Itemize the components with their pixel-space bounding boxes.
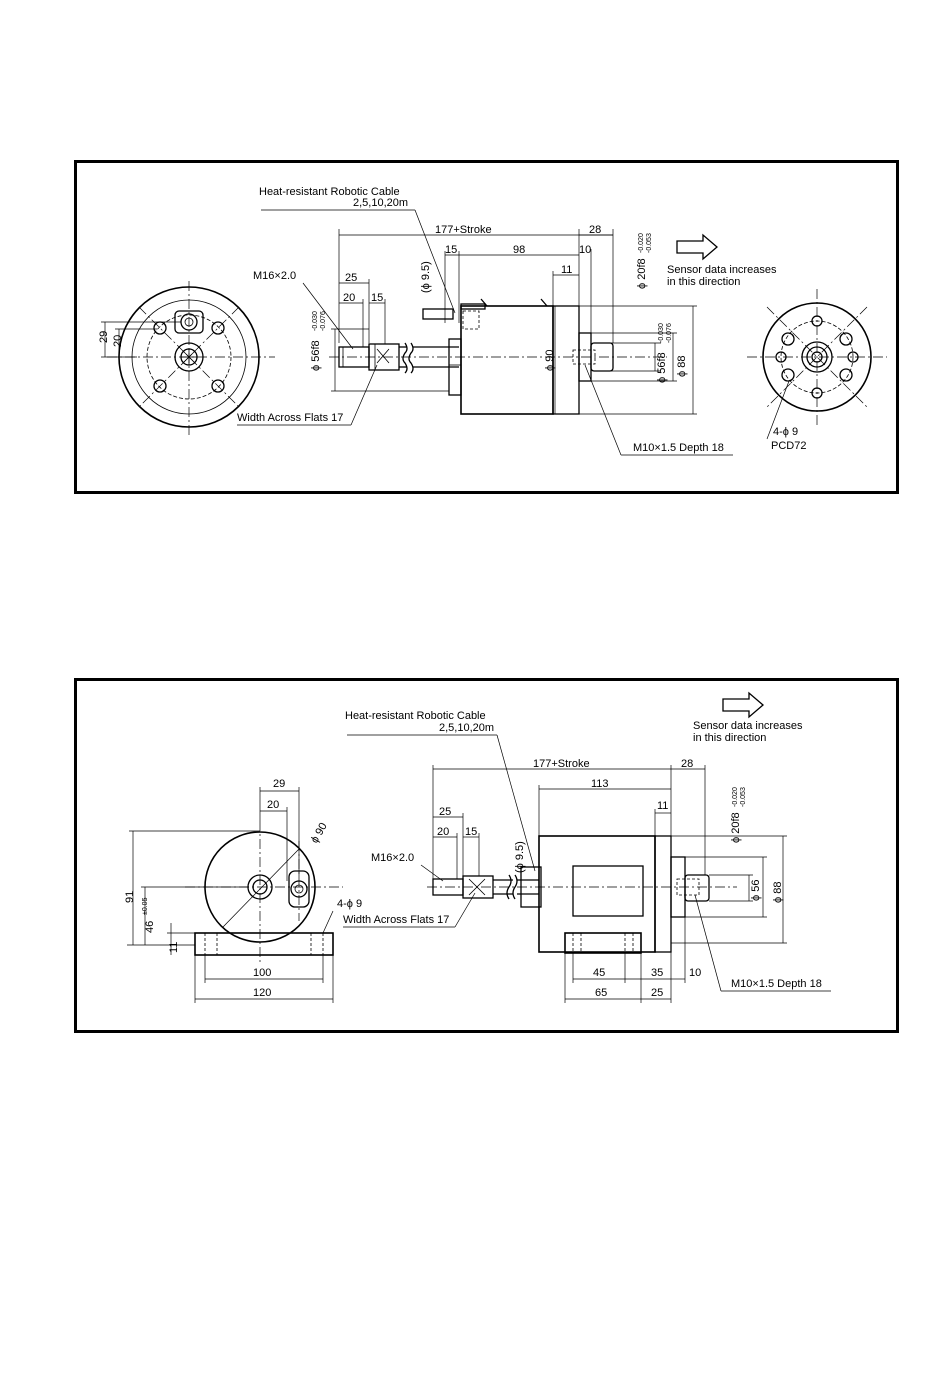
- phi-20f8-2-tol-top: -0.020: [732, 787, 739, 807]
- flange-type-drawing: 29 20: [98, 186, 887, 456]
- dim-120: 120: [253, 987, 271, 999]
- direction-arrow-icon-2: [722, 691, 764, 719]
- dim-35: 35: [651, 967, 663, 979]
- phi-20f8-2-tol-bot: -0.053: [740, 787, 747, 807]
- dim-20-left: 20: [267, 799, 279, 811]
- dim-20-vertical: 20: [112, 335, 124, 347]
- dim-29: 29: [98, 331, 110, 343]
- dim-100: 100: [253, 967, 271, 979]
- phi-9-5: (ϕ 9.5): [420, 261, 432, 293]
- phi-20f8-2: ϕ 20f8: [730, 812, 742, 843]
- dim-10: 10: [579, 244, 591, 256]
- phi-9-5-2: (ϕ 9.5): [514, 841, 526, 873]
- right-end-view: [747, 289, 887, 425]
- sensor-text-line2: in this direction: [667, 276, 740, 288]
- dim-91: 91: [124, 891, 136, 903]
- left-end-view: [101, 281, 275, 435]
- dim-29-left: 29: [273, 778, 285, 790]
- drawing-panel-flange-type: 29 20: [74, 160, 899, 494]
- holes-foot: 4-ϕ 9: [337, 898, 362, 910]
- phi-56f8-left: ϕ 56f8: [310, 340, 322, 371]
- pcd-label: PCD72: [771, 440, 806, 452]
- phi-90: ϕ 90: [544, 350, 556, 371]
- phi-90-left: ϕ 90: [309, 821, 330, 846]
- dim-98: 98: [513, 244, 525, 256]
- side-view: [329, 298, 667, 415]
- dim-25-bottom: 25: [651, 987, 663, 999]
- dim-10-2: 10: [689, 967, 701, 979]
- dim-28-2: 28: [681, 758, 693, 770]
- phi-56-2: ϕ 56: [750, 880, 762, 901]
- cable-lengths-2: 2,5,10,20m: [439, 722, 494, 734]
- phi-20f8: ϕ 20f8: [636, 258, 648, 289]
- sensor-text-line2-2: in this direction: [693, 732, 766, 744]
- dim-25-2: 25: [439, 806, 451, 818]
- dim-25: 25: [345, 272, 357, 284]
- dim-45: 45: [593, 967, 605, 979]
- dim-11-2: 11: [657, 800, 668, 812]
- dim-20-2: 20: [437, 826, 449, 838]
- drawing-panel-foot-type: 29 20 ϕ 90 4-ϕ 9 91 46 ±0.05 11 100 120: [74, 678, 899, 1033]
- thread-m16: M16×2.0: [253, 270, 296, 282]
- phi-88-2: ϕ 88: [772, 882, 784, 903]
- dim-15-bottom: 15: [371, 292, 383, 304]
- cable-label-2: Heat-resistant Robotic Cable: [345, 710, 486, 722]
- phi-20f8-tol-top: -0.020: [638, 233, 645, 253]
- thread-m10-2: M10×1.5 Depth 18: [731, 978, 822, 990]
- phi-56f8-left-tol-top: -0.030: [312, 311, 319, 331]
- thread-m10: M10×1.5 Depth 18: [633, 442, 724, 454]
- dim-15-top: 15: [445, 244, 457, 256]
- dim-46: 46: [144, 921, 156, 933]
- phi-88: ϕ 88: [676, 356, 688, 377]
- cable-label: Heat-resistant Robotic Cable: [259, 186, 400, 198]
- width-across-flats-2: Width Across Flats 17: [343, 914, 449, 926]
- len-177-stroke-2: 177+Stroke: [533, 758, 590, 770]
- cable-lengths: 2,5,10,20m: [353, 197, 408, 209]
- foot-type-drawing: 29 20 ϕ 90 4-ϕ 9 91 46 ±0.05 11 100 120: [124, 691, 831, 1003]
- thread-m16-2: M16×2.0: [371, 852, 414, 864]
- direction-arrow-icon: [676, 233, 718, 261]
- len-177-stroke: 177+Stroke: [435, 224, 492, 236]
- dim-20: 20: [343, 292, 355, 304]
- dim-11: 11: [561, 264, 572, 276]
- dim-65: 65: [595, 987, 607, 999]
- sensor-text-line1-2: Sensor data increases: [693, 720, 803, 732]
- phi-56f8-right: ϕ 56f8: [656, 352, 668, 383]
- dim-113: 113: [591, 778, 609, 790]
- dim-28: 28: [589, 224, 601, 236]
- dim-15-2: 15: [465, 826, 477, 838]
- phi-20f8-tol-bot: -0.053: [646, 233, 653, 253]
- side-view-foot: [427, 835, 737, 954]
- phi-56f8-left-tol-bot: -0.076: [320, 311, 327, 331]
- width-across-flats: Width Across Flats 17: [237, 412, 343, 424]
- holes-label: 4-ϕ 9: [773, 426, 798, 438]
- sensor-text-line1: Sensor data increases: [667, 264, 777, 276]
- dim-46-tol: ±0.05: [142, 897, 149, 915]
- dim-11-vertical: 11: [168, 942, 180, 953]
